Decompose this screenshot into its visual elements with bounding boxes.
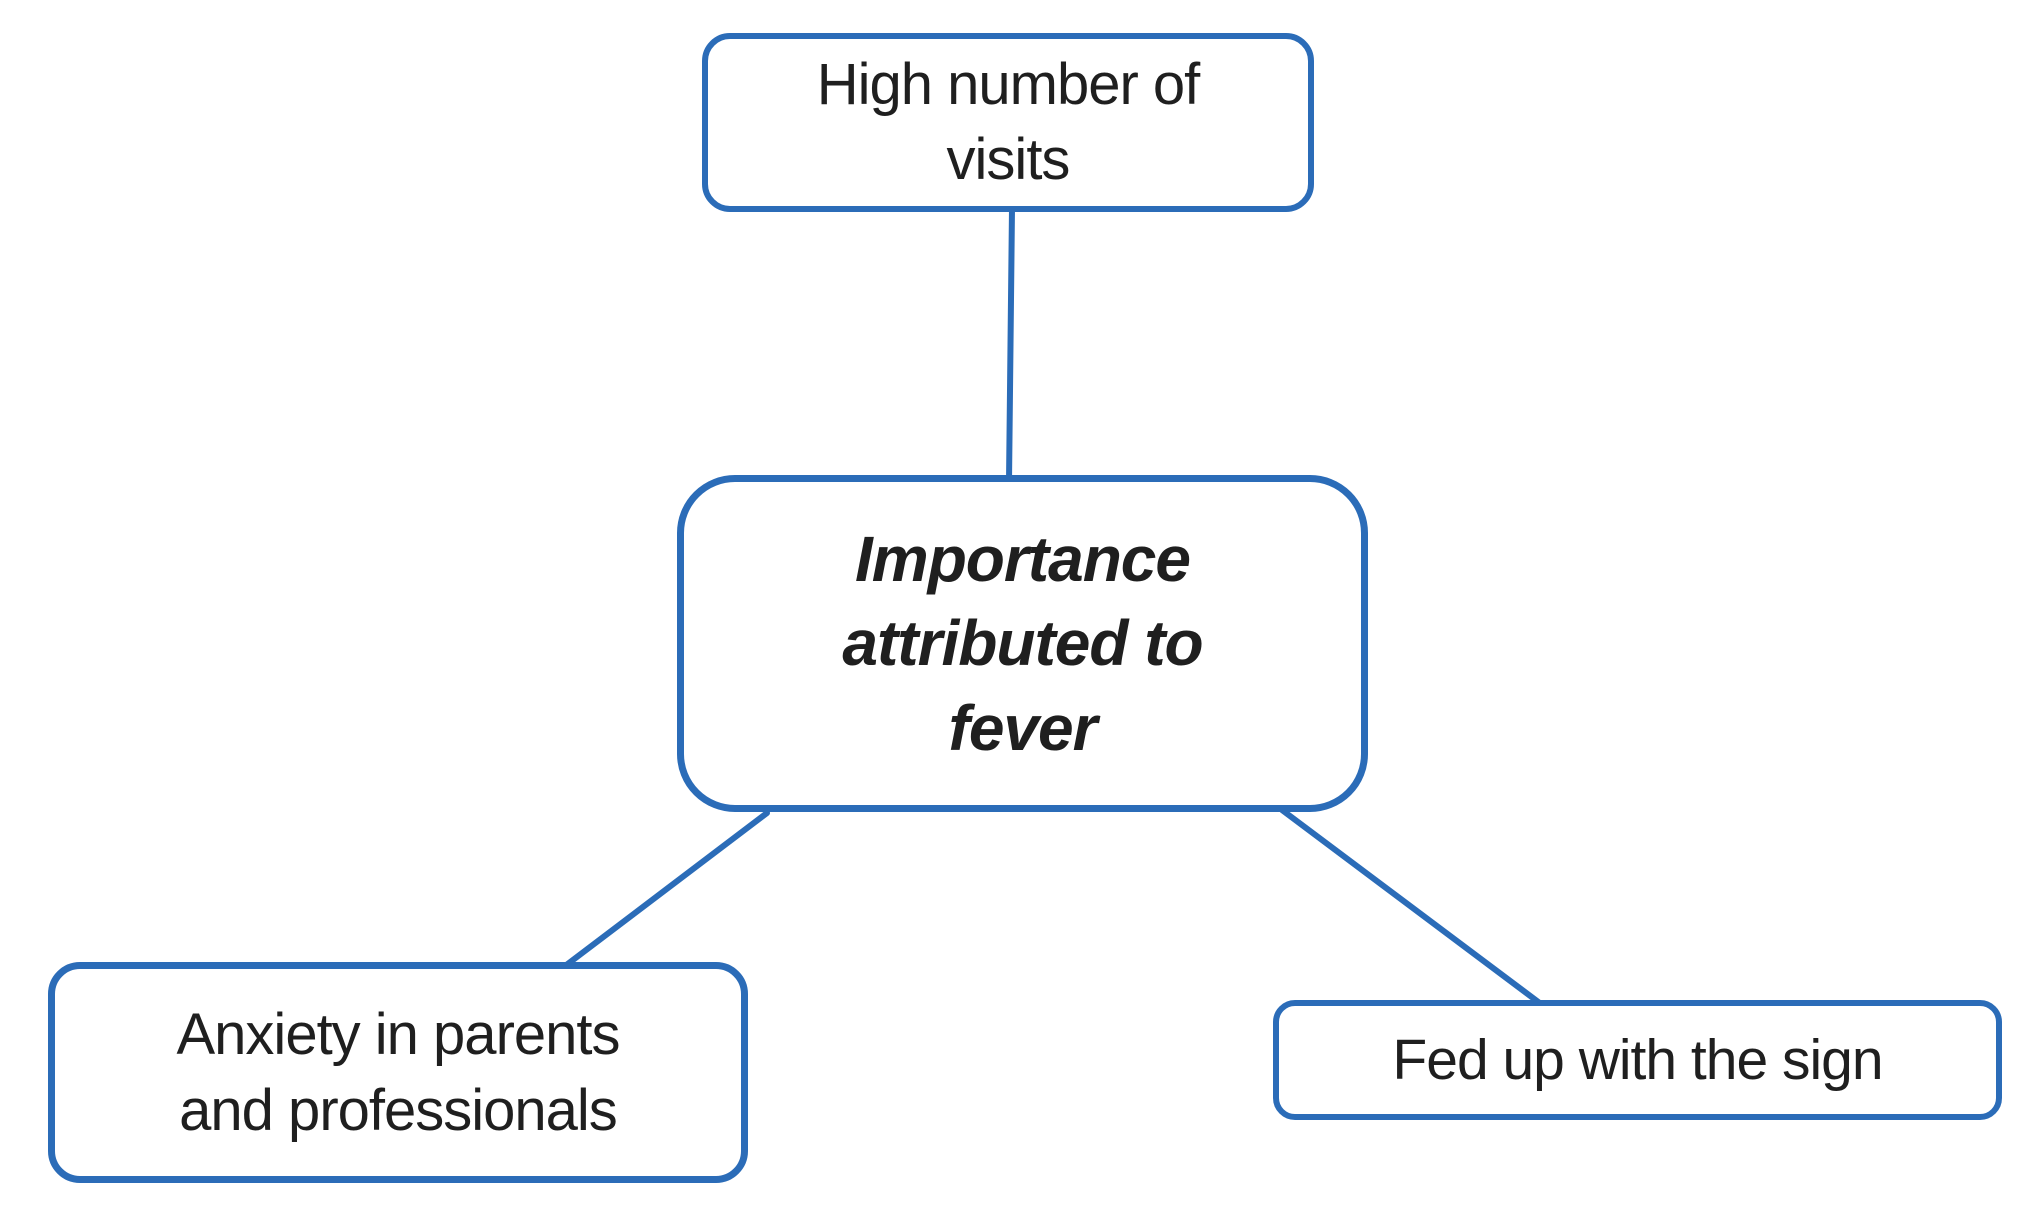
node-anxiety-in-parents-and-professionals: Anxiety in parents and professionals <box>48 962 748 1183</box>
node-text-line: Fed up with the sign <box>1392 1027 1883 1092</box>
node-text-line: visits <box>946 126 1071 192</box>
node-text-line: Importance <box>855 522 1191 595</box>
node-high-number-of-visits: High number of visits <box>702 33 1314 212</box>
connector-center-to-bottom-left <box>562 810 770 969</box>
node-fed-up-with-the-sign: Fed up with the sign <box>1273 1000 2002 1120</box>
node-importance-attributed-to-fever: Importance attributed to fever <box>677 475 1368 812</box>
node-text-line: attributed to <box>842 607 1203 680</box>
connector-center-to-bottom-right <box>1279 807 1544 1007</box>
node-text-line: fever <box>948 691 1098 764</box>
node-text-line: High number of <box>816 52 1201 118</box>
connector-top-to-center <box>1006 205 1015 485</box>
node-text-line: and professionals <box>179 1077 618 1143</box>
node-text-line: Anxiety in parents <box>176 1002 620 1068</box>
